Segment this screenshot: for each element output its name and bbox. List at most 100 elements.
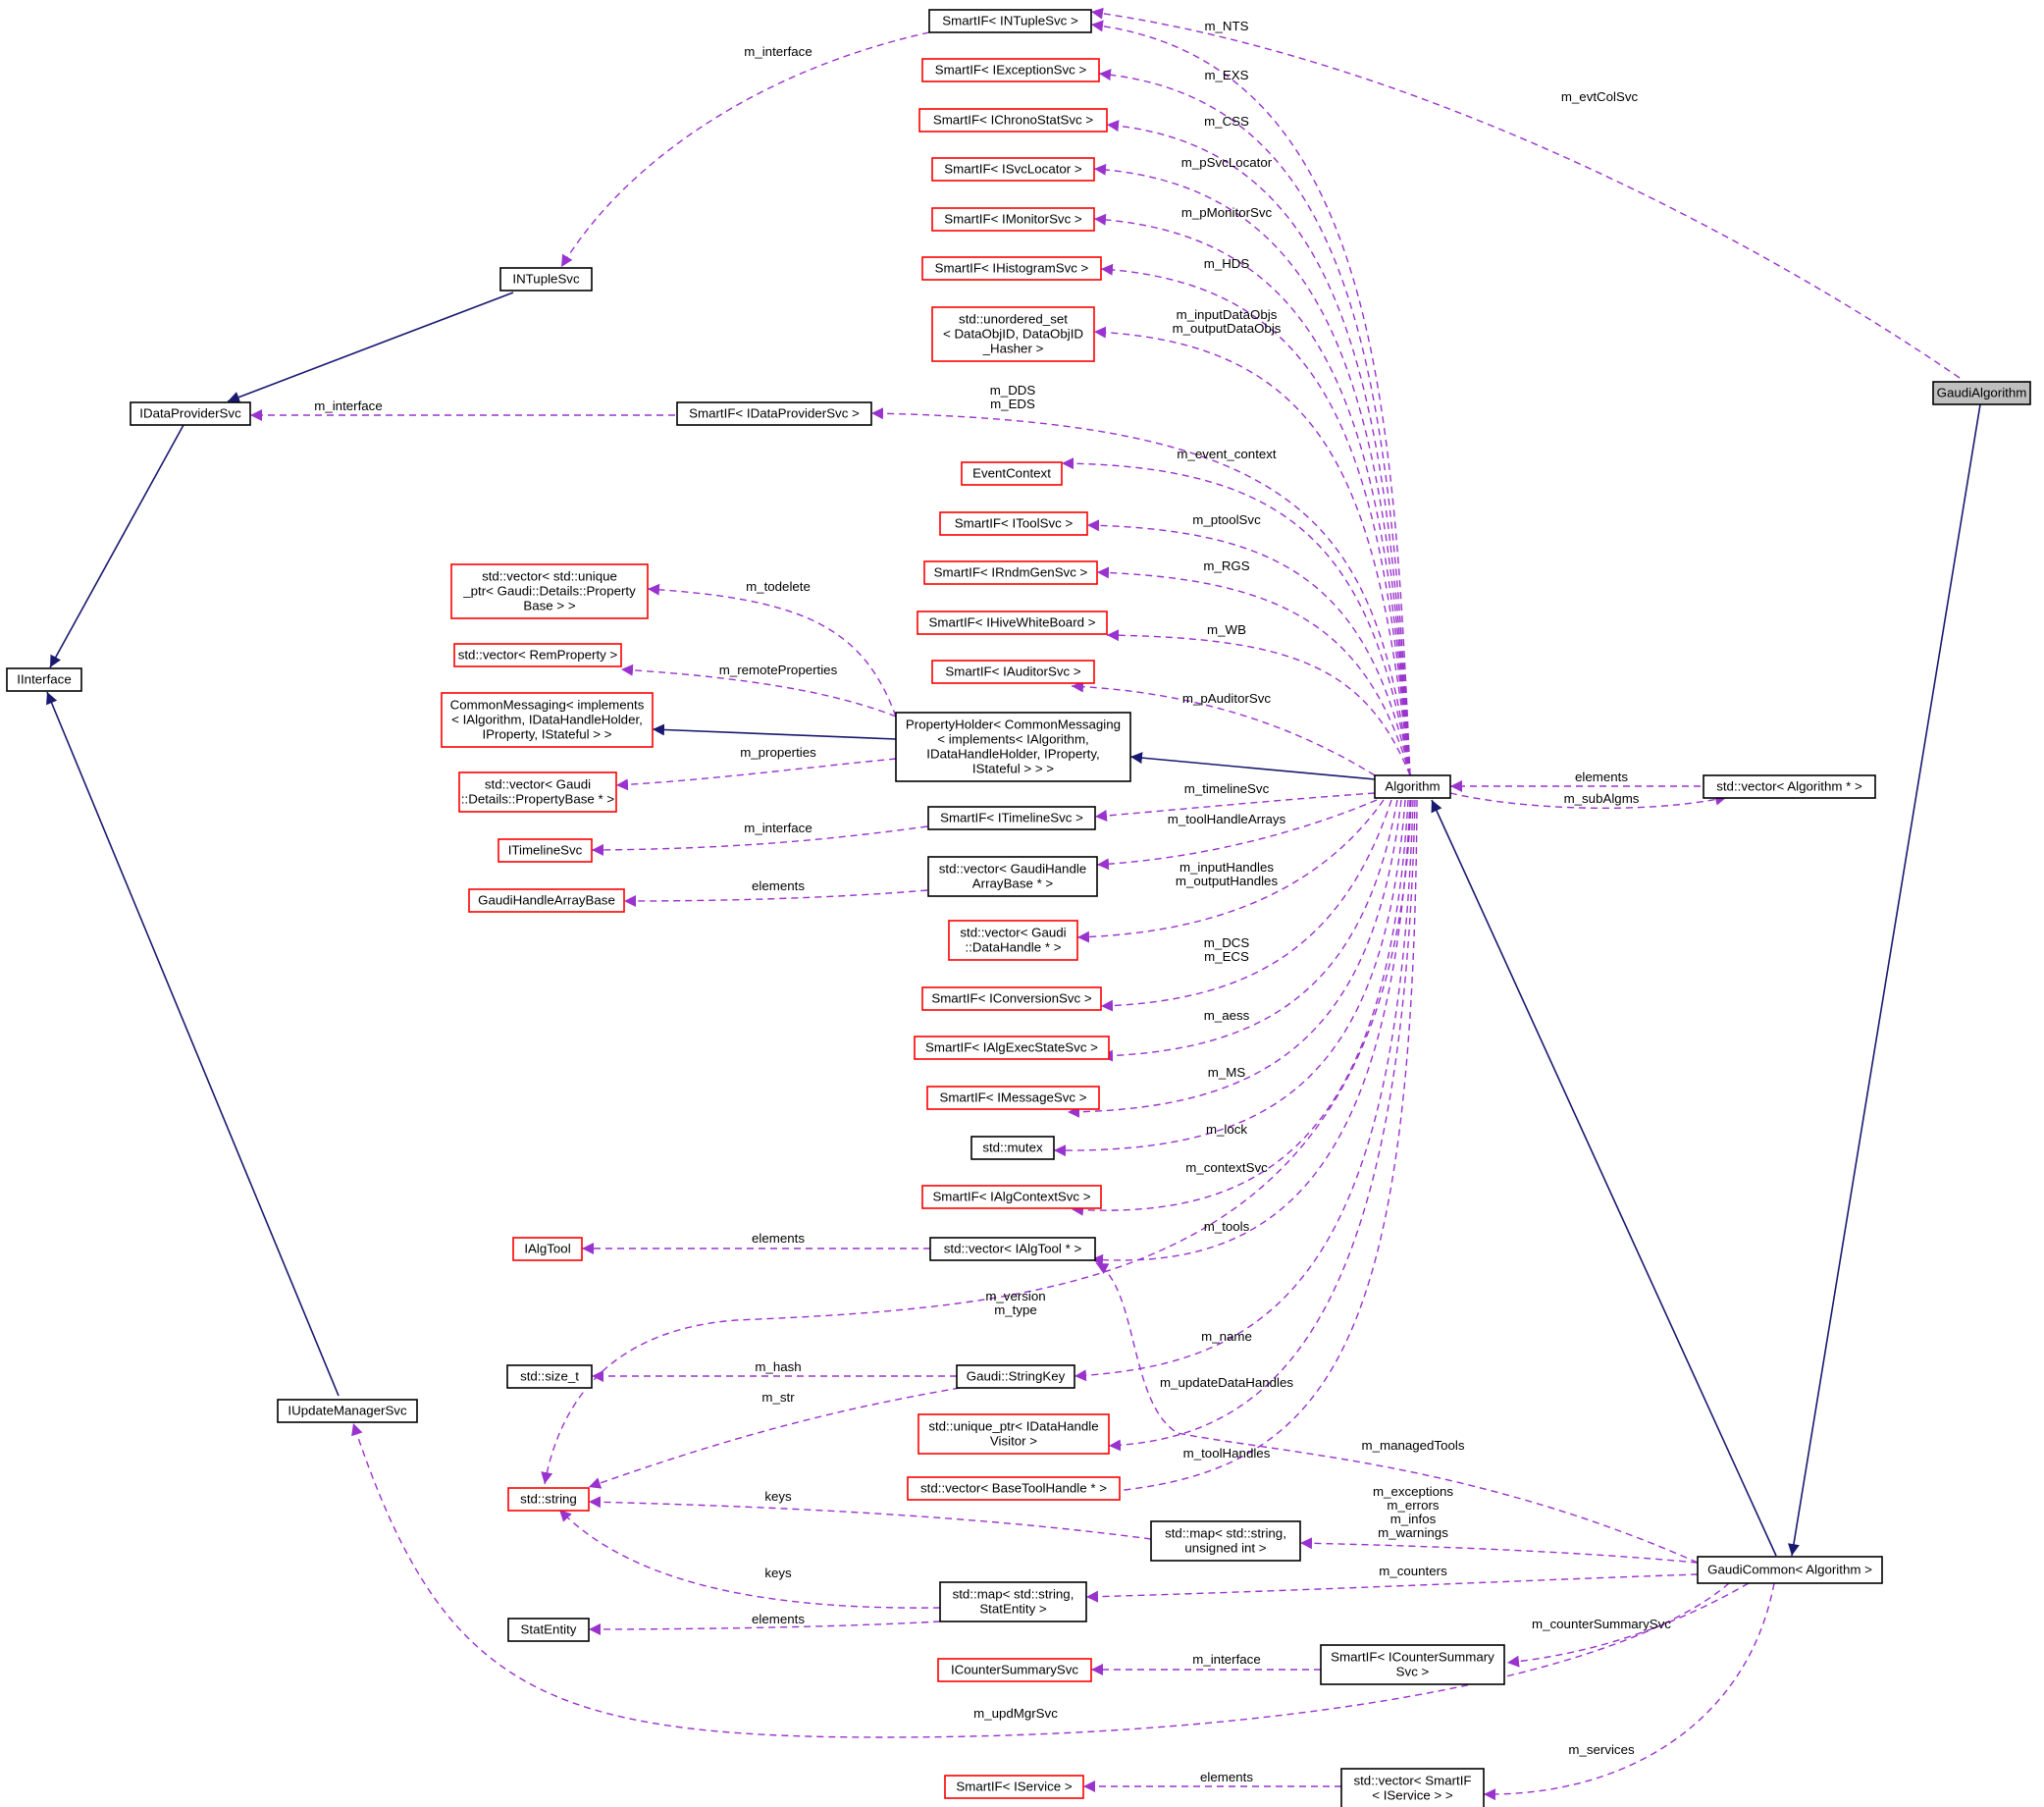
node-idataprovidersvc[interactable]: IDataProviderSvc	[130, 401, 251, 426]
node-smartif-ichronostatsvc[interactable]: SmartIF< IChronoStatSvc >	[918, 108, 1108, 133]
node-vector-datahandle[interactable]: std::vector< Gaudi::DataHandle * >	[948, 920, 1078, 961]
edge-label-line: elements	[752, 878, 805, 893]
node-box	[1340, 1768, 1485, 1807]
node-commonmessaging[interactable]: CommonMessaging< implements< IAlgorithm,…	[441, 692, 654, 748]
node-smartif-ialgexecstatesvc[interactable]: SmartIF< IAlgExecStateSvc >	[914, 1036, 1110, 1060]
node-box	[923, 560, 1098, 585]
node-itimelinesvc[interactable]: ITimelineSvc	[498, 838, 593, 863]
node-label-line: SmartIF< ISvcLocator >	[944, 162, 1082, 177]
node-box	[499, 267, 593, 292]
node-vector-remproperty[interactable]: std::vector< RemProperty >	[453, 643, 622, 667]
edge-label-line: m_type	[994, 1302, 1037, 1317]
node-vector-propertybase[interactable]: std::vector< Gaudi::Details::PropertyBas…	[458, 771, 617, 813]
node-label-line: IStateful > > >	[972, 762, 1054, 776]
node-map-string-statentity[interactable]: std::map< std::string,StatEntity >	[939, 1581, 1087, 1622]
node-smartif-imessagesvc[interactable]: SmartIF< IMessageSvc >	[926, 1086, 1100, 1110]
node-box	[927, 806, 1096, 830]
node-smartif-intuplesvc[interactable]: SmartIF< INTupleSvc >	[928, 9, 1092, 33]
node-gaudihandlearraybase[interactable]: GaudiHandleArrayBase	[468, 888, 625, 913]
node-std-size-t[interactable]: std::size_t	[506, 1364, 593, 1389]
node-eventcontext[interactable]: EventContext	[961, 461, 1063, 486]
edge-label-line: m_interface	[314, 399, 382, 413]
node-smartif-isvclocator[interactable]: SmartIF< ISvcLocator >	[931, 157, 1095, 182]
usage-edge-m-interface-1	[560, 31, 930, 268]
edge-label-line: m_name	[1201, 1329, 1252, 1344]
node-box	[277, 1399, 418, 1423]
node-label-line: SmartIF< IAuditorSvc >	[945, 664, 1080, 679]
edge-label-line: m_hash	[755, 1359, 801, 1374]
usage-edge-m-remoteproperties	[620, 664, 897, 717]
edge-label-line: m_inputDataObjs	[1177, 307, 1278, 322]
edge-label-m-event-context: m_event_context	[1177, 447, 1277, 461]
node-label-line: CommonMessaging< implements	[450, 698, 645, 713]
node-smartif-ihistogramsvc[interactable]: SmartIF< IHistogramSvc >	[921, 256, 1102, 281]
edge-label-line: m_managedTools	[1362, 1438, 1465, 1453]
edge-label-m-interface-4: m_interface	[1192, 1652, 1260, 1667]
edge-label-line: elements	[752, 1612, 805, 1626]
edge-label-line: m_interface	[1192, 1652, 1260, 1667]
edge-label-m-contextsvc: m_contextSvc	[1185, 1160, 1268, 1175]
node-vector-smartif-iservice[interactable]: std::vector< SmartIF< IService > >	[1340, 1768, 1485, 1807]
node-statentity[interactable]: StatEntity	[507, 1618, 590, 1642]
node-smartif-ihivewhiteboard[interactable]: SmartIF< IHiveWhiteBoard >	[917, 611, 1108, 635]
node-smartif-itimelinesvc[interactable]: SmartIF< ITimelineSvc >	[927, 806, 1096, 830]
edge-label-m-countersummarysvc: m_counterSummarySvc	[1532, 1617, 1671, 1631]
node-smartif-icountersummarysvc[interactable]: SmartIF< ICounterSummarySvc >	[1320, 1644, 1505, 1685]
edge-label-line: m_infos	[1390, 1512, 1437, 1526]
edge-label-line: m_MS	[1208, 1065, 1246, 1080]
node-iinterface[interactable]: IInterface	[6, 667, 82, 692]
edge-label-line: m_updateDataHandles	[1160, 1375, 1293, 1390]
node-gaudi-stringkey[interactable]: Gaudi::StringKey	[956, 1364, 1075, 1389]
inherit-edge-algorithm-propertyholder	[1129, 752, 1376, 780]
node-propertyholder[interactable]: PropertyHolder< CommonMessaging< impleme…	[895, 712, 1131, 782]
node-label-line: ITimelineSvc	[508, 843, 583, 858]
node-smartif-imonitorsvc[interactable]: SmartIF< IMonitorSvc >	[931, 207, 1095, 232]
edge-label-line: m_outputDataObjs	[1173, 321, 1282, 336]
node-box	[498, 838, 593, 863]
node-vector-ialgtool[interactable]: std::vector< IAlgTool * >	[929, 1237, 1096, 1261]
edge-label-line: m_updMgrSvc	[973, 1706, 1058, 1721]
node-smartif-ialgcontextsvc[interactable]: SmartIF< IAlgContextSvc >	[921, 1185, 1102, 1209]
node-intuplesvc[interactable]: INTupleSvc	[499, 267, 593, 292]
edge-label-m-rgs: m_RGS	[1203, 558, 1249, 573]
node-vector-gaudihandlearraybase[interactable]: std::vector< GaudiHandleArrayBase * >	[927, 856, 1098, 897]
node-smartif-iauditorsvc[interactable]: SmartIF< IAuditorSvc >	[931, 660, 1095, 684]
node-smartif-iexceptionsvc[interactable]: SmartIF< IExceptionSvc >	[921, 58, 1100, 82]
node-box	[939, 1581, 1087, 1622]
node-label-line: SmartIF< ITimelineSvc >	[940, 811, 1083, 825]
node-vector-unique-ptr-propertybase[interactable]: std::vector< std::unique_ptr< Gaudi::Det…	[450, 563, 649, 619]
node-box	[506, 1364, 593, 1389]
edge-label-m-toolhandlearrays: m_toolHandleArrays	[1168, 812, 1286, 826]
node-smartif-itoolsvc[interactable]: SmartIF< IToolSvc >	[939, 511, 1088, 536]
node-unordered-set-dataobjid[interactable]: std::unordered_set< DataObjID, DataObjID…	[931, 306, 1095, 362]
edge-label-line: m_str	[761, 1390, 795, 1405]
node-box	[468, 888, 625, 913]
node-smartif-irndmgensvc[interactable]: SmartIF< IRndmGenSvc >	[923, 560, 1098, 585]
node-smartif-iservice[interactable]: SmartIF< IService >	[944, 1775, 1084, 1799]
node-label-line: IDataHandleHolder, IProperty,	[926, 747, 1099, 762]
node-box	[926, 1086, 1100, 1110]
node-gaudialgorithm[interactable]: GaudiAlgorithm	[1932, 381, 2031, 405]
edge-label-m-nts: m_NTS	[1204, 19, 1248, 33]
node-label-line: IAlgTool	[524, 1242, 570, 1256]
node-map-string-uint[interactable]: std::map< std::string,unsigned int >	[1150, 1520, 1301, 1562]
node-algorithm[interactable]: Algorithm	[1374, 774, 1451, 799]
node-label-line: StatEntity >	[979, 1602, 1047, 1617]
node-iupdatemanagersvc[interactable]: IUpdateManagerSvc	[277, 1399, 418, 1423]
edge-label-m-interface-1: m_interface	[744, 44, 812, 59]
node-vector-algorithm[interactable]: std::vector< Algorithm * >	[1703, 774, 1876, 799]
node-gaudicommon-algorithm[interactable]: GaudiCommon< Algorithm >	[1697, 1556, 1883, 1584]
node-ialgtool[interactable]: IAlgTool	[512, 1237, 583, 1261]
edge-label-line: keys	[764, 1566, 792, 1580]
inherit-edge-iupdatemanager-iinterface	[46, 691, 340, 1397]
edge-label-m-properties: m_properties	[740, 745, 816, 760]
node-std-mutex[interactable]: std::mutex	[970, 1136, 1055, 1160]
node-icountersummarysvc[interactable]: ICounterSummarySvc	[937, 1658, 1092, 1682]
node-smartif-iconversionsvc[interactable]: SmartIF< IConversionSvc >	[921, 986, 1102, 1011]
node-vector-basetoolhandle[interactable]: std::vector< BaseToolHandle * >	[907, 1476, 1121, 1501]
node-std-string[interactable]: std::string	[507, 1487, 590, 1512]
node-smartif-idataprovidersvc[interactable]: SmartIF< IDataProviderSvc >	[676, 401, 872, 426]
